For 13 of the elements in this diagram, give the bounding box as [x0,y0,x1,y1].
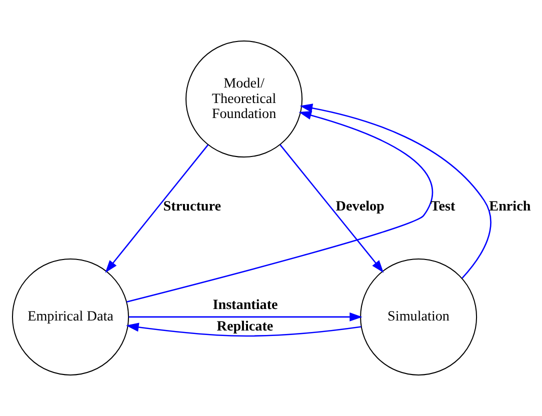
arrow [126,110,433,302]
arrow [300,104,492,279]
arrow [105,144,209,273]
edge-label: Instantiate [212,297,278,314]
edge-label: Test [430,198,456,215]
arrow [280,144,384,273]
node-circle: Model/ Theoretical Foundation [186,40,303,158]
arrow [128,312,362,322]
edge-label: Replicate [216,318,274,334]
edge-label: Develop [336,198,384,215]
edge-label: Enrich [489,198,531,215]
edge-label: Structure [163,198,222,215]
arrow [126,322,362,337]
